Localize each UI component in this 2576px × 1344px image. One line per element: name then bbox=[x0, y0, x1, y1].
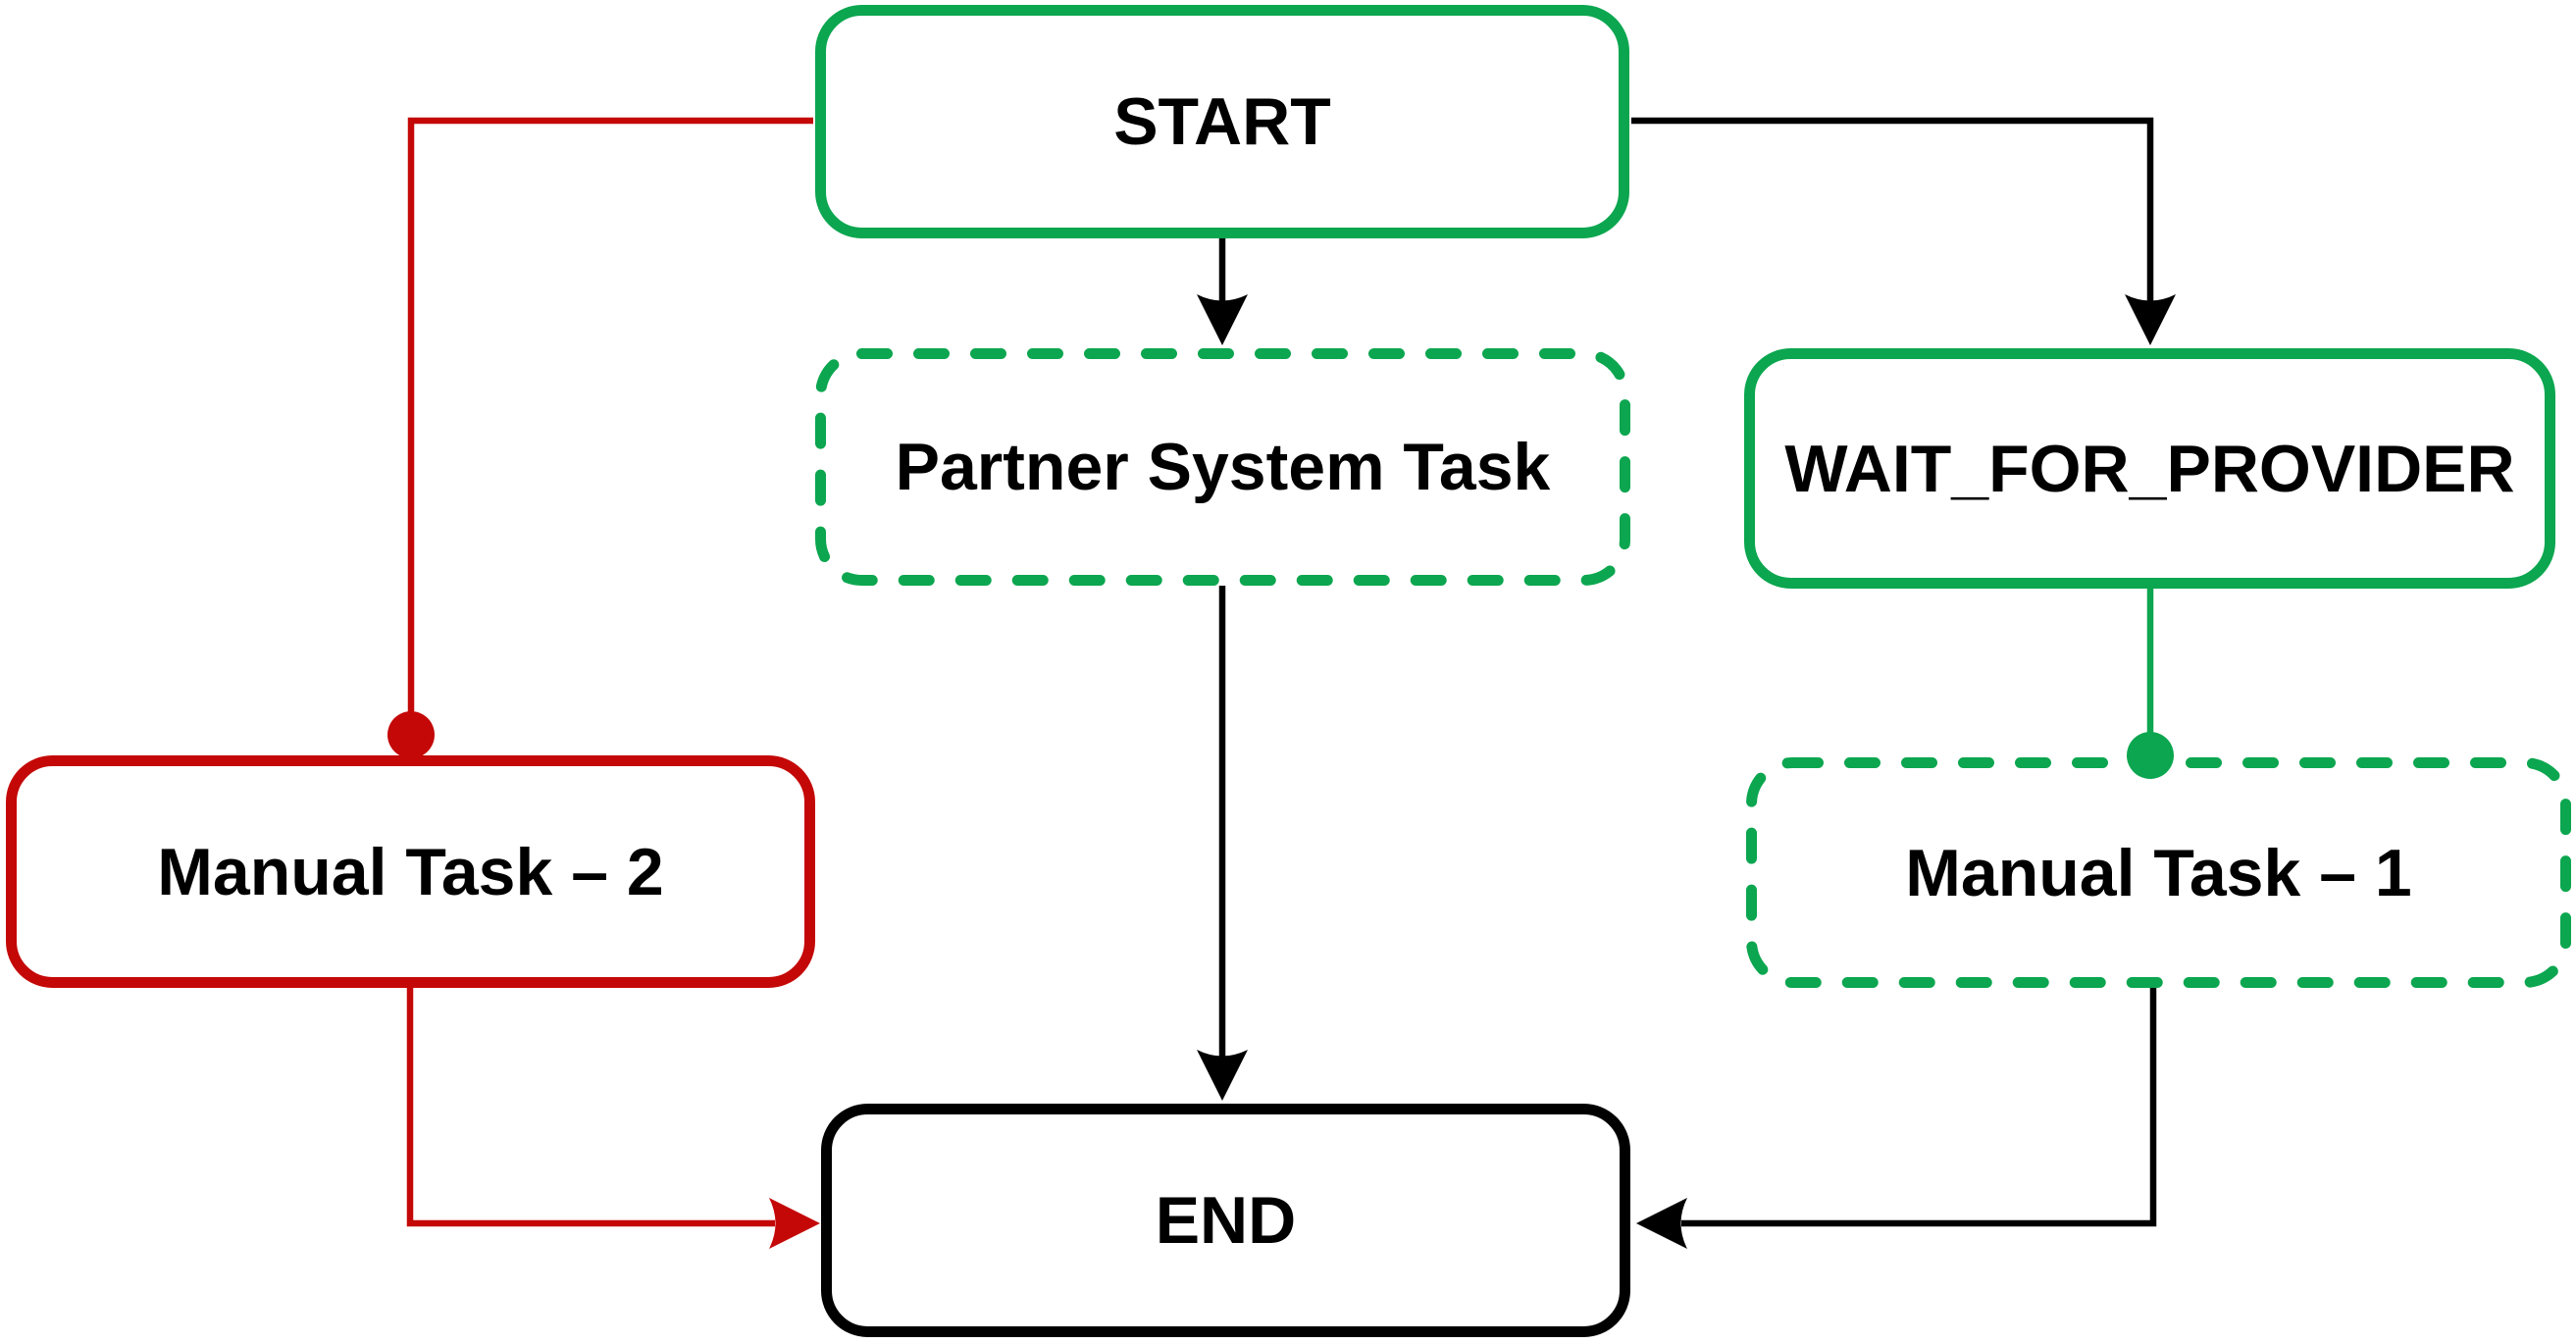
node-manual-task-2: Manual Task – 2 bbox=[6, 755, 815, 988]
edge-wait-for-provider-to-manual-task-1 bbox=[2127, 585, 2174, 779]
edge-start-to-wait-for-provider bbox=[1631, 117, 2176, 345]
node-start: START bbox=[815, 5, 1629, 238]
node-wait-for-provider-label: WAIT_FOR_PROVIDER bbox=[1784, 431, 2515, 506]
node-end: END bbox=[821, 1104, 1630, 1337]
edge-start-to-partner-system-task bbox=[1197, 238, 1248, 345]
edge-partner-system-task-to-end bbox=[1197, 586, 1248, 1101]
node-partner-system-task-label: Partner System Task bbox=[895, 430, 1551, 504]
dot-terminator bbox=[387, 711, 435, 758]
dot-terminator bbox=[2127, 732, 2174, 779]
edge-start-to-manual-task-2 bbox=[387, 117, 813, 758]
node-wait-for-provider-outline bbox=[1744, 348, 2555, 589]
edge-manual-task-1-to-end bbox=[1636, 988, 2157, 1249]
arrowhead-left bbox=[1636, 1198, 1687, 1249]
node-manual-task-2-outline bbox=[6, 755, 815, 988]
arrowhead-right bbox=[769, 1198, 820, 1249]
node-start-label: START bbox=[1113, 84, 1331, 159]
node-manual-task-2-label: Manual Task – 2 bbox=[157, 834, 664, 909]
edge-line bbox=[1681, 988, 2157, 1227]
node-manual-task-1: Manual Task – 1 bbox=[1746, 757, 2571, 988]
edge-manual-task-2-to-end bbox=[406, 988, 820, 1249]
node-start-outline bbox=[815, 5, 1629, 238]
arrowhead-down bbox=[1197, 1050, 1248, 1101]
node-end-label: END bbox=[1155, 1183, 1297, 1258]
arrowhead-down bbox=[2125, 294, 2176, 345]
node-manual-task-1-label: Manual Task – 1 bbox=[1905, 835, 2412, 910]
node-partner-system-task-outline bbox=[815, 348, 1630, 586]
node-end-outline bbox=[821, 1104, 1630, 1337]
edge-line bbox=[407, 117, 813, 713]
edge-line bbox=[1631, 117, 2154, 302]
node-wait-for-provider: WAIT_FOR_PROVIDER bbox=[1744, 348, 2555, 589]
edge-line bbox=[406, 988, 775, 1227]
node-partner-system-task: Partner System Task bbox=[815, 348, 1630, 586]
arrowhead-down bbox=[1197, 294, 1248, 345]
